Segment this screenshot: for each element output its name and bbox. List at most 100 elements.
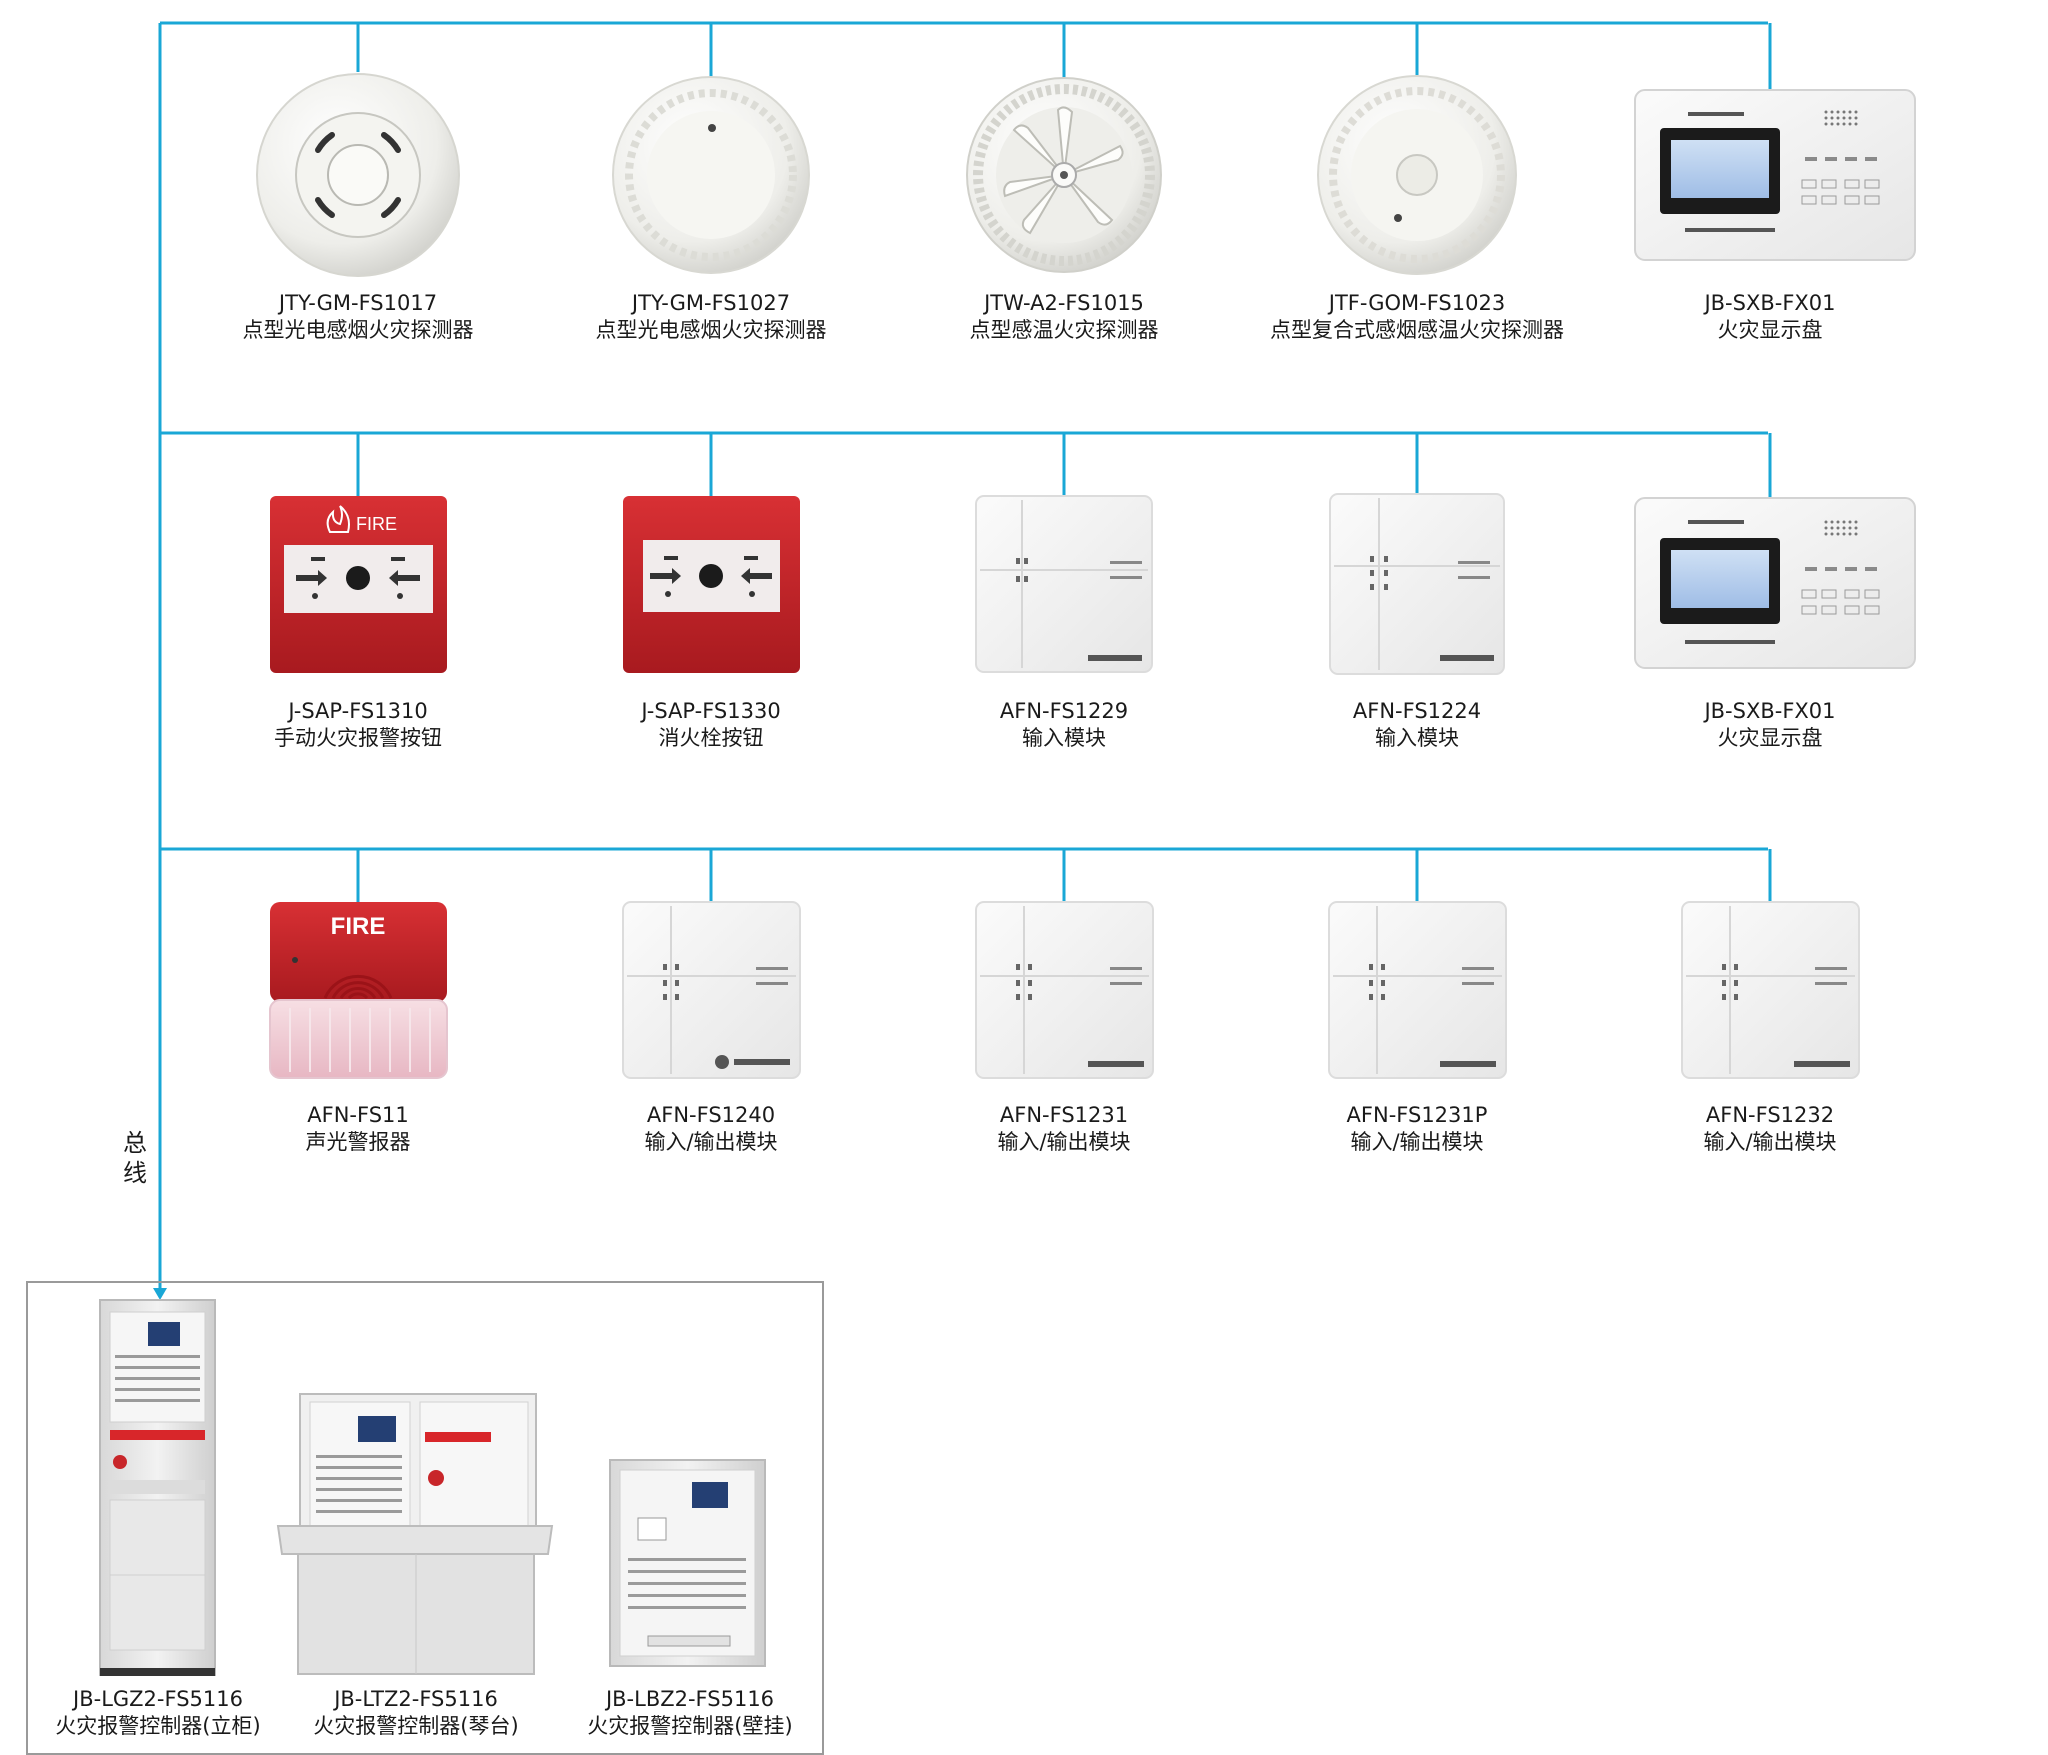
model-label: JB-SXB-FX01 [1704, 699, 1836, 723]
device-name: 点型光电感烟火灾探测器 [242, 318, 474, 342]
device-name: 输入/输出模块 [1703, 1130, 1837, 1154]
model-label: AFN-FS1232 [1705, 1103, 1835, 1127]
device-sounder-strobe: FIRE [269, 902, 448, 1079]
label-controller-wall: JB-LBZ2-FS5116 火灾报警控制器(壁挂) [540, 1686, 840, 1740]
smoke-detector-icon [612, 76, 810, 274]
label-r1-4: JTF-GOM-FS1023 点型复合式感烟感温火灾探测器 [1237, 290, 1597, 344]
label-controller-cabinet: JB-LGZ2-FS5116 火灾报警控制器(立柜) [8, 1686, 308, 1740]
model-label: JTY-GM-FS1017 [278, 291, 438, 315]
display-panel-icon [1634, 497, 1916, 669]
device-smoke-detector-fs1027 [612, 76, 810, 274]
cabinet-controller-icon [99, 1299, 216, 1676]
device-io-module-fs1231p [1328, 901, 1507, 1079]
device-name: 点型复合式感烟感温火灾探测器 [1270, 318, 1564, 342]
bus-label: 总 线 [120, 1128, 150, 1188]
device-input-module-fs1229 [975, 495, 1153, 673]
device-io-module-fs1231 [975, 901, 1154, 1079]
fire-text: FIRE [356, 514, 397, 534]
label-r2-5: JB-SXB-FX01 火灾显示盘 [1590, 698, 1950, 752]
io-module-icon [622, 901, 801, 1079]
model-label: AFN-FS1224 [1352, 699, 1482, 723]
label-controller-console: JB-LTZ2-FS5116 火灾报警控制器(琴台) [266, 1686, 566, 1740]
device-io-module-fs1240 [622, 901, 801, 1079]
bus-lines [158, 21, 1772, 1290]
controller-cabinet [99, 1299, 216, 1676]
model-label: AFN-FS1231P [1346, 1103, 1488, 1127]
label-r2-3: AFN-FS1229 输入模块 [884, 698, 1244, 752]
model-label: J-SAP-FS1330 [641, 699, 781, 723]
device-display-panel-r2 [1634, 497, 1916, 669]
device-input-module-fs1224 [1329, 493, 1505, 675]
io-module-icon [975, 901, 1154, 1079]
model-label: JTY-GM-FS1027 [631, 291, 791, 315]
device-name: 输入/输出模块 [644, 1130, 778, 1154]
smoke-detector-icon [256, 73, 460, 277]
bus-arrow [153, 1288, 167, 1300]
device-combo-detector-fs1023 [1317, 75, 1517, 275]
device-name: 消火栓按钮 [658, 726, 764, 750]
model-label: J-SAP-FS1310 [288, 699, 428, 723]
console-controller-icon [276, 1393, 554, 1675]
device-display-panel-r1 [1634, 89, 1916, 261]
device-manual-call-point: FIRE [270, 496, 447, 673]
device-name: 火灾报警控制器(壁挂) [587, 1714, 793, 1738]
label-r2-4: AFN-FS1224 输入模块 [1237, 698, 1597, 752]
label-r3-2: AFN-FS1240 输入/输出模块 [531, 1102, 891, 1156]
label-r3-3: AFN-FS1231 输入/输出模块 [884, 1102, 1244, 1156]
model-label: JB-LTZ2-FS5116 [334, 1687, 498, 1711]
device-smoke-detector-fs1017 [256, 73, 460, 277]
input-module-icon [1329, 493, 1505, 675]
device-heat-detector-fs1015 [966, 77, 1162, 273]
device-name: 输入模块 [1375, 726, 1459, 750]
device-name: 点型光电感烟火灾探测器 [595, 318, 827, 342]
device-name: 火灾报警控制器(琴台) [313, 1714, 519, 1738]
model-label: AFN-FS1231 [999, 1103, 1129, 1127]
device-name: 手动火灾报警按钮 [274, 726, 442, 750]
bus-label-char: 线 [123, 1159, 147, 1187]
wall-controller-icon [609, 1459, 766, 1667]
label-r1-1: JTY-GM-FS1017 点型光电感烟火灾探测器 [178, 290, 538, 344]
model-label: AFN-FS1240 [646, 1103, 776, 1127]
device-name: 声光警报器 [305, 1130, 411, 1154]
label-r3-1: AFN-FS11 声光警报器 [178, 1102, 538, 1156]
label-r1-2: JTY-GM-FS1027 点型光电感烟火灾探测器 [531, 290, 891, 344]
device-name: 输入/输出模块 [1350, 1130, 1484, 1154]
model-label: JB-SXB-FX01 [1704, 291, 1836, 315]
device-name: 火灾显示盘 [1717, 726, 1823, 750]
io-module-icon [1328, 901, 1507, 1079]
model-label: JTF-GOM-FS1023 [1328, 291, 1506, 315]
model-label: JB-LGZ2-FS5116 [73, 1687, 243, 1711]
device-name: 输入模块 [1022, 726, 1106, 750]
model-label: JTW-A2-FS1015 [984, 291, 1144, 315]
label-r1-3: JTW-A2-FS1015 点型感温火灾探测器 [884, 290, 1244, 344]
heat-detector-icon [966, 77, 1162, 273]
label-r2-2: J-SAP-FS1330 消火栓按钮 [531, 698, 891, 752]
display-panel-icon [1634, 89, 1916, 261]
label-r3-5: AFN-FS1232 输入/输出模块 [1590, 1102, 1950, 1156]
sounder-strobe-icon: FIRE [269, 902, 448, 1079]
fire-text: FIRE [331, 913, 386, 940]
combo-detector-icon [1317, 75, 1517, 275]
model-label: AFN-FS1229 [999, 699, 1129, 723]
model-label: JB-LBZ2-FS5116 [605, 1687, 775, 1711]
device-name: 输入/输出模块 [997, 1130, 1131, 1154]
device-hydrant-button [623, 496, 800, 673]
input-module-icon [975, 495, 1153, 673]
bus-label-char: 总 [123, 1129, 147, 1157]
controller-group-frame [26, 1281, 824, 1755]
device-name: 点型感温火灾探测器 [969, 318, 1159, 342]
model-label: AFN-FS11 [307, 1103, 409, 1127]
fire-flame-icon [326, 505, 350, 533]
io-module-icon [1681, 901, 1860, 1079]
label-r3-4: AFN-FS1231P 输入/输出模块 [1237, 1102, 1597, 1156]
hydrant-button-icon [623, 496, 800, 673]
controller-console [276, 1393, 554, 1675]
device-name: 火灾报警控制器(立柜) [55, 1714, 261, 1738]
controller-wall [609, 1459, 766, 1667]
label-r2-1: J-SAP-FS1310 手动火灾报警按钮 [178, 698, 538, 752]
manual-call-point-icon: FIRE [270, 496, 447, 673]
speaker-grille-icon [323, 974, 393, 1000]
device-name: 火灾显示盘 [1717, 318, 1823, 342]
device-io-module-fs1232 [1681, 901, 1860, 1079]
